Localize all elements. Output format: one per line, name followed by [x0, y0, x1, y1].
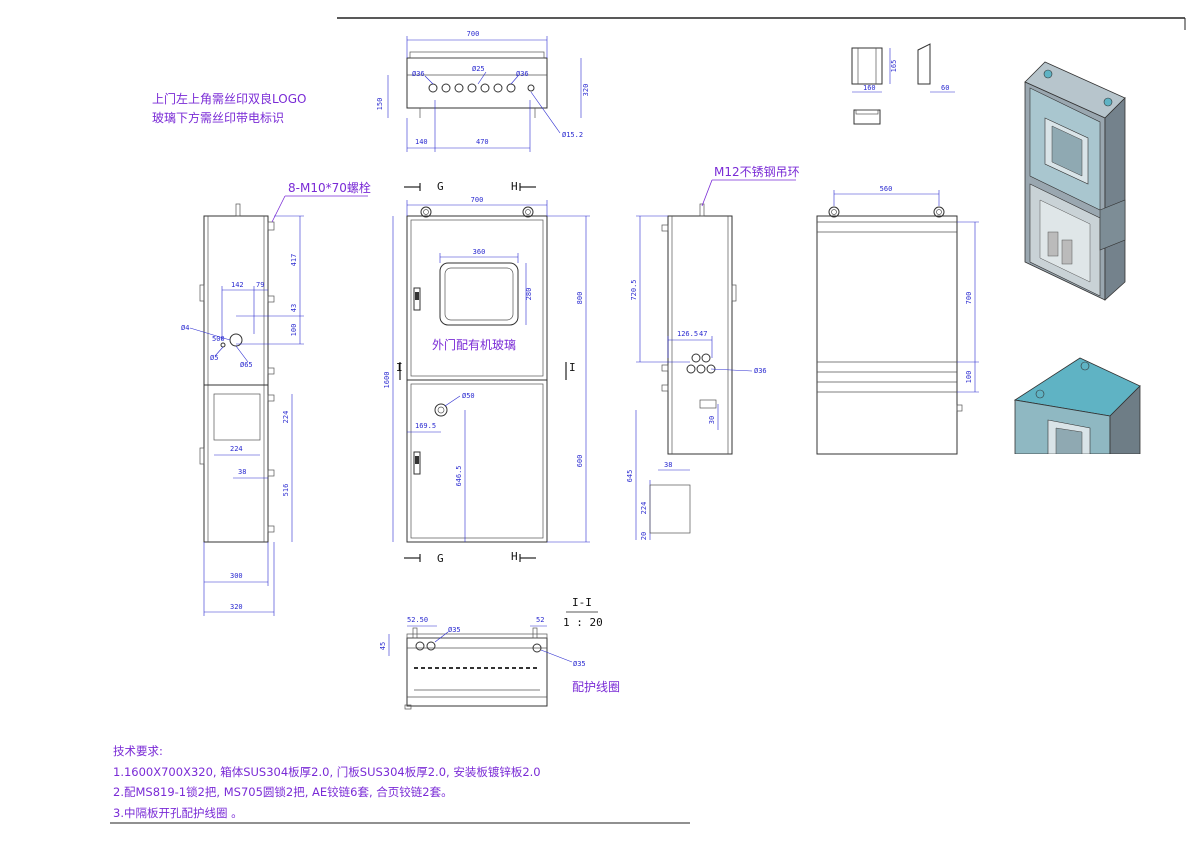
- section-i-left: I: [396, 361, 403, 374]
- tech-heading: 技术要求:: [113, 744, 163, 758]
- dim-top-height: 320: [582, 84, 590, 97]
- dim-side-d65: Ø65: [240, 361, 253, 369]
- dim-front-upper-h: 800: [576, 292, 584, 305]
- section-g-bottom: G: [437, 552, 444, 565]
- dim-side-320: 320: [230, 603, 243, 611]
- dim-back-700: 700: [965, 292, 973, 305]
- section-h-bottom: H: [511, 550, 518, 563]
- note-grommet: 配护线圈: [572, 680, 620, 694]
- dim-bottom-45: 45: [379, 642, 387, 650]
- dim-side-500: 500: [212, 335, 225, 343]
- lifting-ring-leader: [701, 179, 796, 207]
- dim-right-224: 224: [640, 502, 648, 515]
- note-logo-line2: 玻璃下方需丝印带电标识: [152, 110, 284, 125]
- dim-top-470: 470: [476, 138, 489, 146]
- section-i-right: I: [569, 361, 576, 374]
- dim-right-20: 20: [640, 532, 648, 540]
- dim-small-160: 160: [863, 84, 876, 92]
- dim-right-38: 38: [664, 461, 672, 469]
- detail-views: [851, 43, 955, 125]
- dim-right-1265: 126.5: [677, 330, 698, 338]
- dim-top-140: 140: [415, 138, 428, 146]
- drawing-frame: [110, 17, 1186, 824]
- dim-small-165: 165: [890, 60, 898, 73]
- note-glass: 外门配有机玻璃: [432, 337, 516, 352]
- note-logo-line1: 上门左上角需丝印双良LOGO: [152, 91, 306, 106]
- section-title: I-I: [572, 596, 592, 609]
- section-h-top: H: [511, 180, 518, 193]
- dim-side-100: 100: [290, 324, 298, 337]
- dim-side-43: 43: [290, 304, 298, 312]
- cabinet-3d-render-open: [1010, 357, 1190, 494]
- cabinet-3d-render: [1024, 61, 1126, 301]
- dim-side-224a: 224: [282, 411, 290, 424]
- dim-bottom-d35b: Ø35: [573, 660, 586, 668]
- dim-front-d50: Ø50: [462, 392, 475, 400]
- front-view: [392, 183, 590, 562]
- dim-right-30: 30: [708, 416, 716, 424]
- dim-back-560: 560: [880, 185, 893, 193]
- dim-front-window-h: 280: [525, 288, 533, 301]
- dim-side-300: 300: [230, 572, 243, 580]
- dim-back-100: 100: [965, 371, 973, 384]
- section-scale: 1 : 20: [563, 616, 603, 629]
- tech-line1: 1.1600X700X320, 箱体SUS304板厚2.0, 门板SUS304板…: [113, 765, 541, 779]
- dim-side-417: 417: [290, 254, 298, 267]
- dim-top-d152: Ø15.2: [562, 131, 583, 139]
- tech-line2: 2.配MS819-1锁2把, MS705圆锁2把, AE铰链6套, 合页铰链2套…: [113, 785, 453, 799]
- dim-front-window-w: 360: [473, 248, 486, 256]
- note-lifting-ring: M12不锈钢吊环: [714, 165, 800, 179]
- right-side-view: [635, 203, 753, 540]
- dim-side-224b: 224: [230, 445, 243, 453]
- dim-bottom-52: 52: [536, 616, 544, 624]
- dim-right-7205: 720.5: [630, 279, 638, 300]
- dim-right-645: 645: [626, 470, 634, 483]
- dim-right-d36: Ø36: [754, 367, 767, 375]
- dim-front-total-h: 1600: [383, 372, 391, 389]
- bolts-leader: [271, 195, 368, 223]
- dim-top-d25: Ø25: [472, 65, 485, 73]
- tech-line3: 3.中隔板开孔配护线圈 。: [113, 806, 243, 820]
- dim-front-6465: 646.5: [455, 465, 463, 486]
- dim-top-d36-right: Ø36: [516, 70, 529, 78]
- dim-right-47: 47: [699, 330, 707, 338]
- dim-bottom-5250: 52.50: [407, 616, 428, 624]
- dim-top-width: 700: [467, 30, 480, 38]
- dim-side-d4: Ø4: [181, 324, 189, 332]
- dim-side-142: 142: [231, 281, 244, 289]
- dim-side-79: 79: [256, 281, 264, 289]
- dim-top-side: 150: [376, 98, 384, 111]
- dim-side-38: 38: [238, 468, 246, 476]
- dim-front-lower-h: 600: [576, 455, 584, 468]
- section-g-top: G: [437, 180, 444, 193]
- back-view: [816, 190, 979, 455]
- dim-small-60: 60: [941, 84, 949, 92]
- dim-bottom-d35a: Ø35: [448, 626, 461, 634]
- dim-top-d36-left: Ø36: [412, 70, 425, 78]
- dim-front-width: 700: [471, 196, 484, 204]
- dim-side-516: 516: [282, 484, 290, 497]
- note-bolts: 8-M10*70螺栓: [288, 180, 371, 195]
- left-side-view: [189, 203, 304, 616]
- dim-side-d5: Ø5: [210, 354, 218, 362]
- top-view: [387, 36, 582, 152]
- section-view-i-i: [388, 611, 598, 710]
- dim-front-1695: 169.5: [415, 422, 436, 430]
